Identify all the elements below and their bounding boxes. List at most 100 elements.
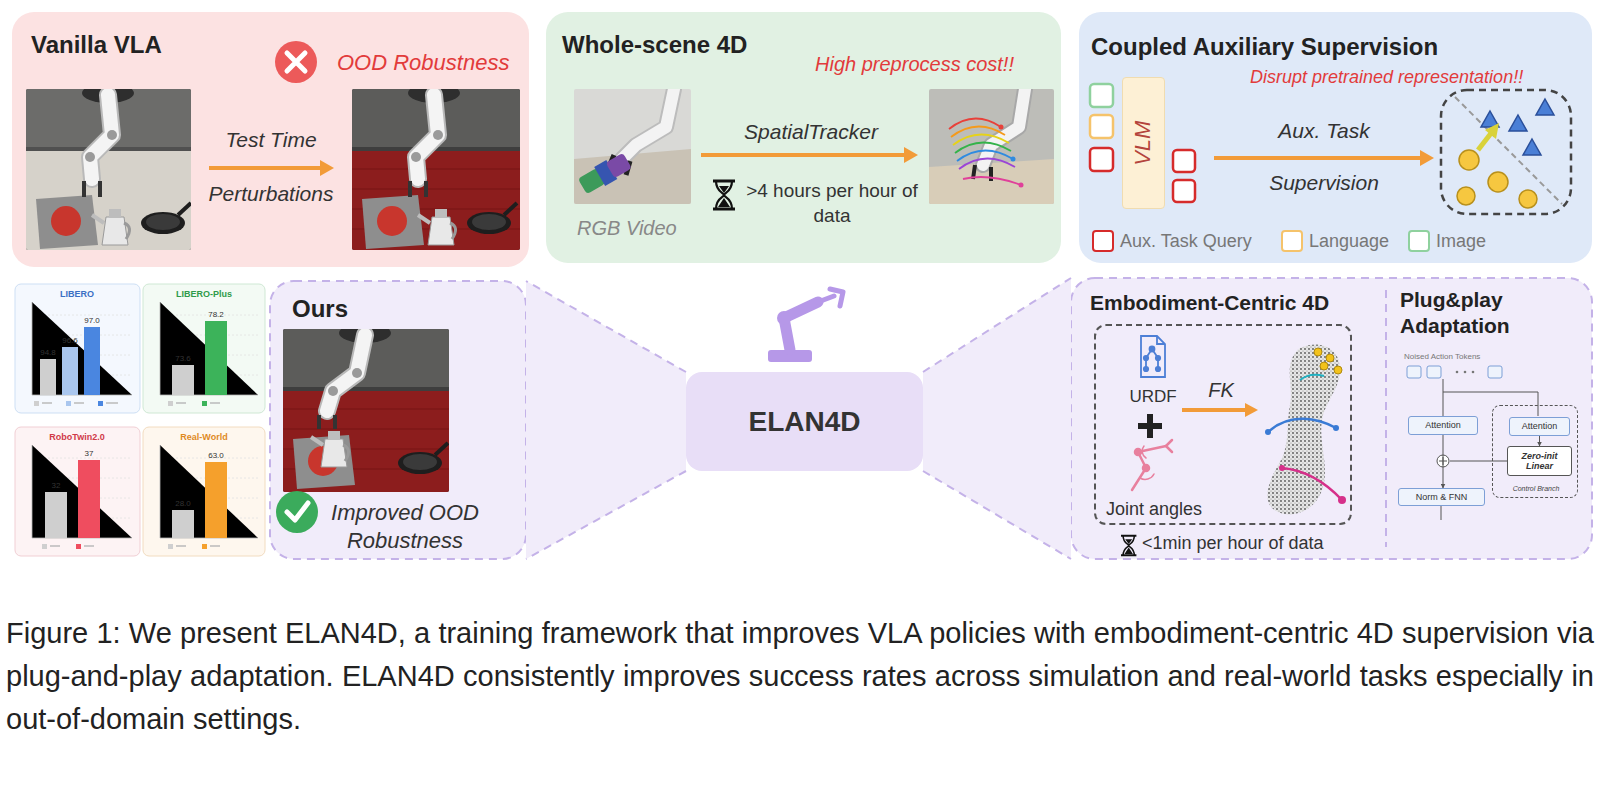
connector-part <box>526 281 686 372</box>
orange-arrow <box>1245 403 1258 417</box>
box-label: Norm & FNN <box>1416 492 1468 503</box>
flow-line <box>1443 379 1444 416</box>
token-box <box>1456 371 1459 374</box>
point-cloud <box>1338 496 1346 504</box>
bar-chart <box>84 327 100 395</box>
panel-ground <box>1385 290 1387 547</box>
connector <box>923 278 1071 559</box>
robot-icon <box>818 289 843 306</box>
box-label: Attention <box>1425 420 1461 431</box>
bar-chart <box>205 462 227 538</box>
scene-image <box>929 89 1054 204</box>
orange-arrow <box>701 147 918 163</box>
bar-chart <box>160 302 258 395</box>
warning-text: Disrupt pretrained representation!! <box>1250 67 1523 89</box>
scene-image <box>622 89 674 159</box>
scene-image <box>352 89 520 250</box>
urdf-icon <box>1144 356 1148 360</box>
legend-swatch <box>1281 230 1303 252</box>
bar-chart <box>34 401 39 406</box>
joint-icon <box>1142 446 1146 458</box>
bar-value: 78.2 <box>208 310 224 320</box>
orange-arrow <box>904 147 918 163</box>
connector-part <box>1443 435 1444 488</box>
legend-swatch <box>1408 230 1430 252</box>
point-cloud <box>1320 362 1328 370</box>
chart-card: Real-World28.063.0 <box>143 427 265 556</box>
bar-value: 96.6 <box>62 336 78 346</box>
scene-image <box>408 89 460 197</box>
bar-chart <box>50 545 94 547</box>
bar-chart <box>172 365 194 395</box>
plus-sign <box>1138 414 1162 438</box>
joint-icon <box>1140 474 1154 479</box>
chart-title: RoboTwin2.0 <box>49 432 104 443</box>
scene-image <box>949 118 1021 185</box>
bar-chart <box>45 492 67 538</box>
point-cloud <box>1282 468 1342 500</box>
orange-arrow <box>209 160 334 176</box>
module-box: Norm & FNN <box>1398 488 1485 506</box>
token-box <box>1407 366 1421 378</box>
section-title: Embodiment-Centric 4D <box>1090 290 1329 315</box>
scene-image <box>311 431 349 467</box>
arrow-label: FK <box>1208 378 1234 402</box>
connector-part <box>923 278 1071 559</box>
scene-image <box>141 203 191 234</box>
success-icon <box>276 491 318 533</box>
chart-card: RoboTwin2.03237 <box>15 427 140 556</box>
scene-image <box>929 89 1054 204</box>
urdf-icon <box>1141 336 1165 377</box>
bar-chart <box>202 544 207 549</box>
bar-chart <box>42 544 47 549</box>
flow-line <box>1450 461 1508 462</box>
token-square <box>1173 180 1195 202</box>
bar-chart <box>42 403 220 546</box>
result-text: Improved OOD Robustness <box>315 499 495 555</box>
urdf-icon <box>1157 336 1165 344</box>
flow-line <box>1443 392 1538 416</box>
bar-chart <box>76 544 81 549</box>
scene-image <box>963 177 1021 185</box>
scene-image <box>574 89 691 204</box>
feature-space <box>1481 99 1554 155</box>
urdf-icon <box>1144 367 1148 371</box>
point-cloud <box>1326 354 1334 362</box>
point-cloud <box>1265 344 1346 514</box>
joint-icon <box>1132 440 1172 490</box>
feature-space <box>1485 123 1499 139</box>
bar-chart <box>66 401 71 406</box>
panel-ground <box>1071 278 1592 559</box>
token-square <box>1090 115 1113 138</box>
point-cloud <box>1314 348 1342 374</box>
scene-image <box>36 195 98 249</box>
legend-text: Image <box>1436 231 1486 252</box>
warning-text: High preprocess cost!! <box>815 52 1014 76</box>
bar-chart <box>202 401 207 406</box>
feature-space <box>1536 99 1554 115</box>
hourglass-icon <box>713 181 735 209</box>
joint-icon <box>1166 440 1172 452</box>
section-title: Plug&play Adaptation <box>1400 287 1585 339</box>
fail-icon <box>275 41 317 83</box>
mini-label: Noised Action Tokens <box>1404 352 1480 362</box>
dashed-group: URDFFKJoint angles <box>1094 324 1352 525</box>
token-square <box>1090 148 1113 171</box>
scene-image <box>362 195 424 249</box>
bar-chart <box>160 445 258 538</box>
orange-arrow <box>1182 403 1258 417</box>
scene-image <box>973 165 991 181</box>
orange-arrow <box>209 166 322 170</box>
image-caption: RGB Video <box>577 216 677 240</box>
connector-part <box>526 471 686 559</box>
box-label: Zero-init Linear <box>1511 451 1568 472</box>
feature-space <box>1519 190 1537 208</box>
feature-space <box>1455 97 1562 204</box>
method-section: Plug&play AdaptationNoised Action Tokens… <box>1388 278 1592 559</box>
connector-part <box>526 281 686 559</box>
chart-card: LIBERO94.896.697.0 <box>15 284 140 413</box>
panel-ground <box>1079 12 1592 263</box>
scene-image <box>1011 157 1016 162</box>
scene-image <box>26 89 191 250</box>
orange-arrow <box>1420 150 1434 166</box>
